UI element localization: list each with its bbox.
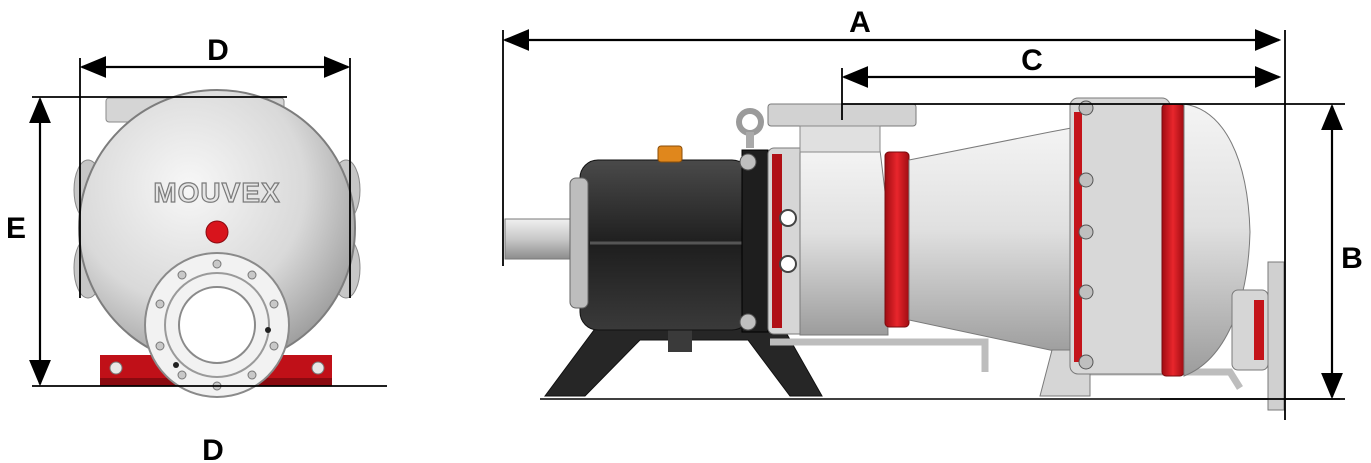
pump-cone-body (908, 125, 1083, 357)
side-view (504, 97, 1340, 411)
front-dimension-lines (29, 56, 387, 387)
brand-logo: MOUVEX (153, 177, 280, 208)
oil-cap (657, 145, 683, 163)
front-red-indicator (205, 220, 229, 244)
side-dimension-lines (502, 29, 1345, 420)
dimension-label-c: C (1021, 44, 1043, 77)
bearing-housing (579, 159, 751, 331)
outlet-flange (1267, 261, 1285, 411)
dimension-label-a: A (849, 6, 871, 39)
pump-casing-neck (799, 149, 889, 336)
dimension-label-b: B (1341, 242, 1363, 275)
lifting-eye (736, 108, 764, 136)
dimension-label-d-bottom: D (202, 434, 224, 463)
red-band-2 (1161, 103, 1185, 377)
red-band-1 (884, 151, 910, 328)
dimension-label-d-top: D (207, 34, 229, 67)
dimension-label-e: E (6, 212, 26, 245)
front-view: MOUVEX (73, 89, 361, 398)
